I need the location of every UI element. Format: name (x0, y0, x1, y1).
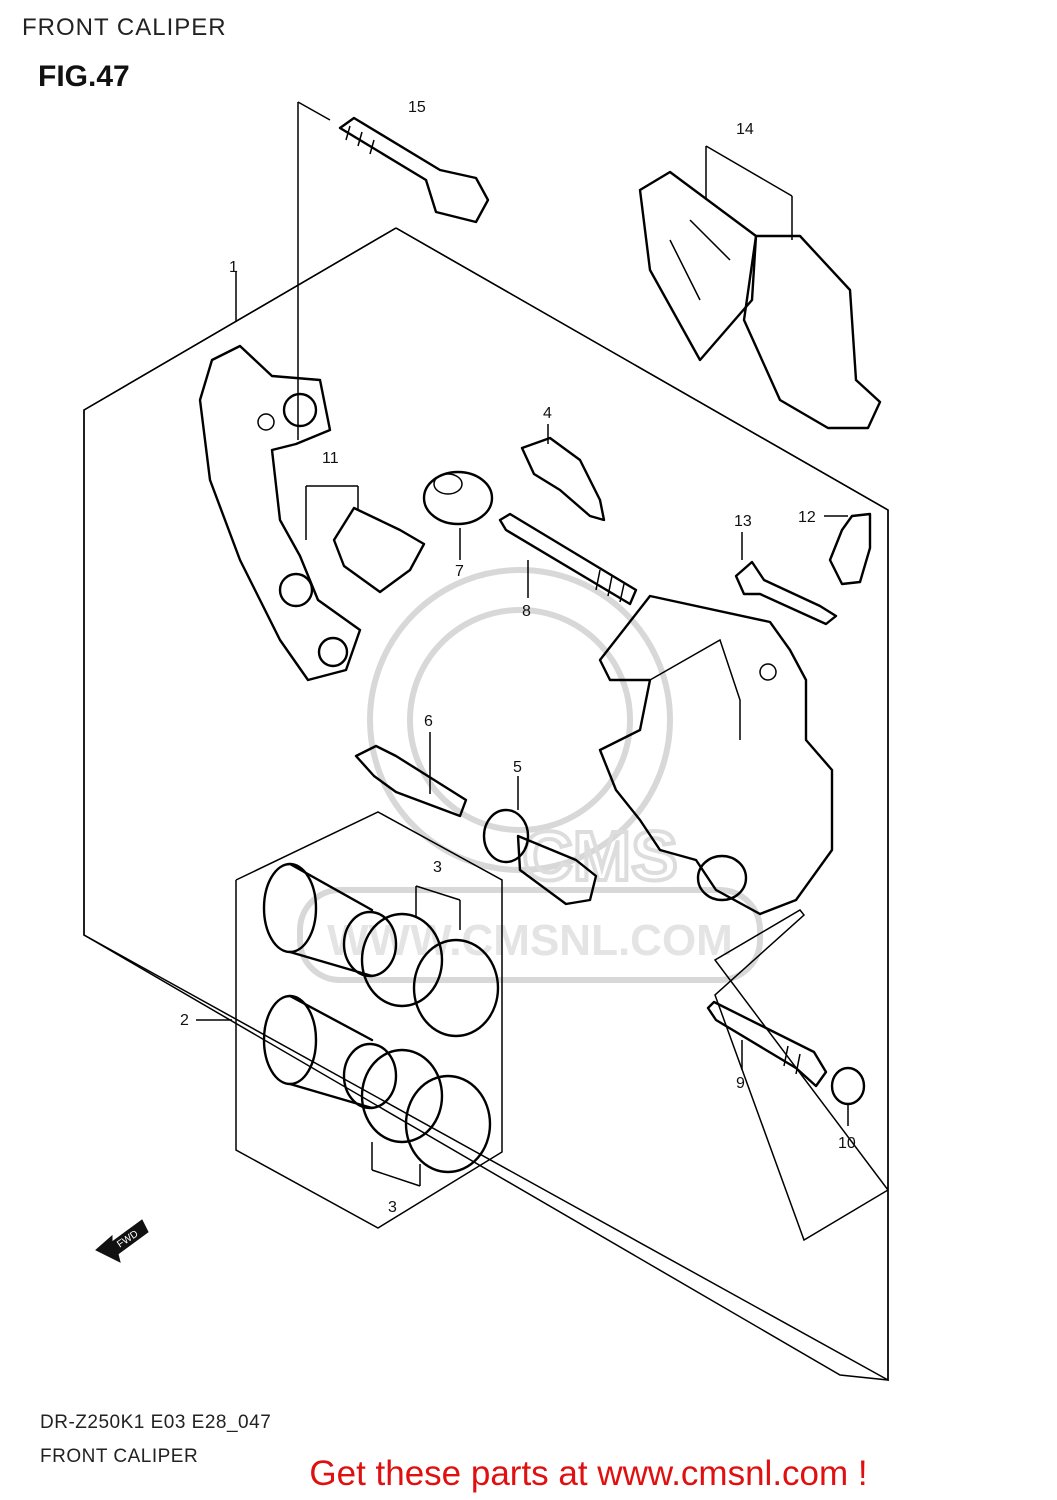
callout-9: 9 (736, 1075, 745, 1092)
part-9-pin (706, 1000, 828, 1088)
part-3-seals (360, 885, 500, 1187)
part-6-pin (354, 732, 468, 818)
part-12-bleeder (824, 512, 872, 586)
callout-3-upper: 3 (433, 859, 442, 876)
part-2-pistons (262, 862, 398, 1110)
forward-arrow-icon: FWD (95, 1219, 149, 1263)
callout-11: 11 (322, 450, 339, 467)
caliper-body (598, 594, 834, 916)
callout-10: 10 (838, 1135, 856, 1152)
diagram-code: DR-Z250K1 E03 E28_047 (40, 1412, 272, 1433)
callout-8: 8 (522, 603, 531, 620)
callout-2: 2 (180, 1012, 189, 1029)
cta-banner[interactable]: Get these parts at www.cmsnl.com ! (0, 1454, 1057, 1494)
part-10-plug (830, 1066, 866, 1126)
callout-7: 7 (455, 563, 464, 580)
diagram-caption: FRONT CALIPER (40, 1446, 199, 1467)
piston-group-box (235, 811, 503, 1229)
watermark-logo: WWW.CMSNL.COM CMS (297, 567, 763, 983)
callout-12: 12 (798, 509, 816, 526)
callout-13: 13 (734, 513, 752, 530)
watermark-logo-text: CMS (522, 817, 678, 895)
part-14-brake-pads (638, 145, 882, 430)
part-8-slide-pin (498, 512, 638, 606)
callout-3-lower: 3 (388, 1199, 397, 1216)
part-5-pin-bolt (482, 776, 598, 906)
part-13-cap (734, 532, 838, 626)
callout-1: 1 (229, 259, 238, 276)
part-4-pad-spring (520, 424, 606, 522)
part-15-bolt (297, 101, 490, 440)
part-1-caliper-bracket (198, 272, 362, 682)
callout-4: 4 (543, 405, 552, 422)
figure-number: FIG.47 (38, 60, 130, 93)
callout-14: 14 (736, 121, 754, 138)
cta-link[interactable]: Get these parts at www.cmsnl.com ! (309, 1454, 868, 1493)
caliper-group-box (83, 227, 889, 1382)
assembly-outline (83, 227, 889, 1381)
callout-15: 15 (408, 99, 426, 116)
page-title: FRONT CALIPER (22, 14, 227, 41)
part-7-boot (422, 470, 494, 560)
callout-6: 6 (424, 713, 433, 730)
callout-5: 5 (513, 759, 522, 776)
watermark-text: WWW.CMSNL.COM (327, 916, 733, 965)
part-11-pad-spring (305, 485, 426, 594)
